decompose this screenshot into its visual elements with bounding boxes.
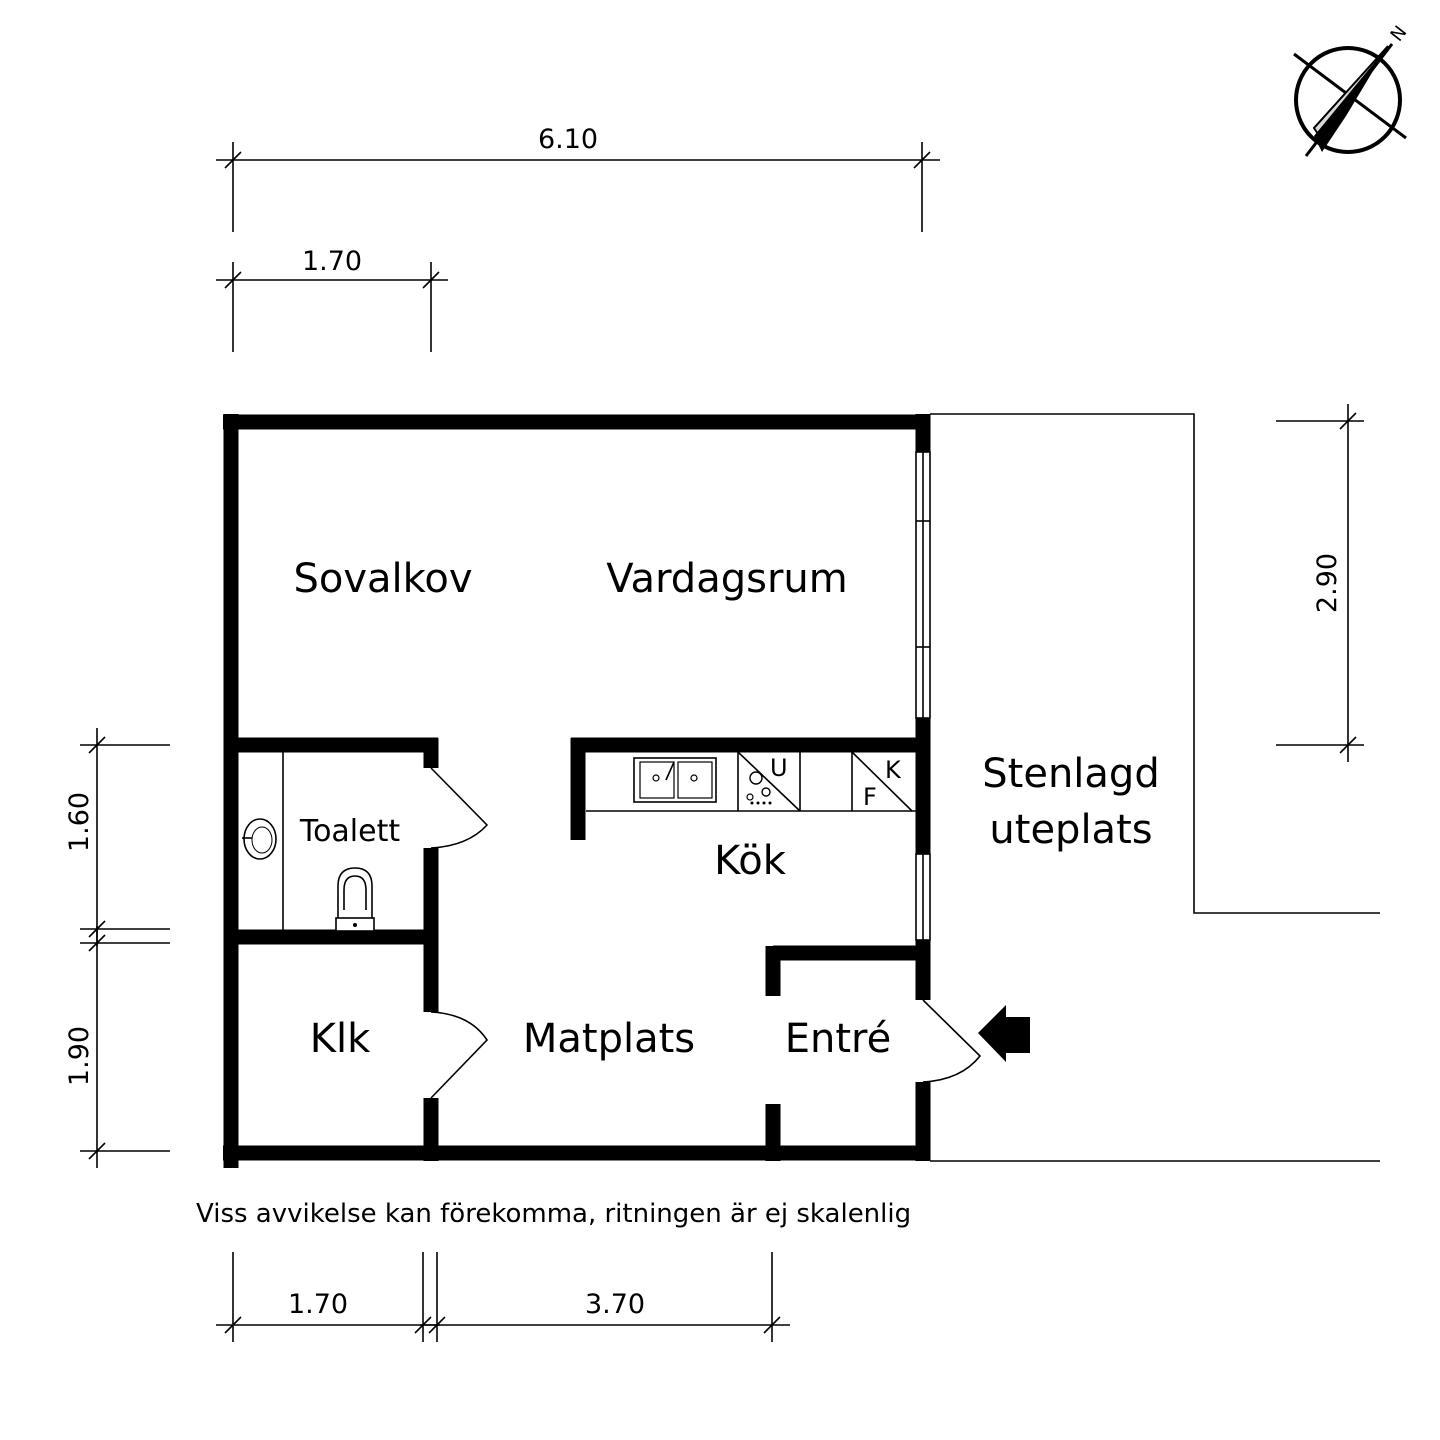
room-label-uteplats-line1: Stenlagd [982,751,1159,797]
dimension-bottom-right-label: 3.70 [585,1289,645,1320]
toilet-bowl-icon [335,867,375,932]
room-label-vardagsrum: Vardagsrum [606,556,847,602]
dimension-left-upper-label: 1.60 [64,792,95,852]
kitchen-counter: U K F [586,751,916,812]
room-label-uteplats-line2: uteplats [989,807,1152,853]
compass-north-label: N [1387,22,1412,46]
dimension-left-lower-label: 1.90 [64,1026,95,1086]
room-label-klk: Klk [310,1016,371,1062]
stove-icon: U [737,751,801,812]
window-living-room [915,451,931,719]
disclaimer-text: Viss avvikelse kan förekomma, ritningen … [196,1199,911,1229]
door-toilet [430,767,489,849]
stove-label: U [770,754,788,782]
walls [223,414,931,1168]
dimension-top-left: 1.70 [216,246,448,352]
room-label-sovalkov: Sovalkov [293,556,472,602]
dimension-bottom-left-label: 1.70 [288,1289,348,1320]
window-kitchen [915,853,931,941]
toilet-fixtures [242,752,375,932]
dimension-left-lower: 1.90 [64,926,170,1168]
dimension-right-vertical-label: 2.90 [1312,553,1343,613]
dimension-top-total-label: 6.10 [538,124,598,155]
sink-icon [633,757,717,803]
fridge-freezer-icon: K F [851,751,913,812]
door-closet [430,1011,489,1099]
dimension-bottom-left: 1.70 [216,1252,440,1342]
patio-outline [930,413,1380,1162]
entrance-arrow-icon [978,1005,1030,1062]
room-label-toalett: Toalett [299,814,401,849]
freezer-label: F [863,783,877,811]
dimension-bottom-right: 3.70 [420,1252,790,1342]
washbasin-icon [242,818,277,860]
room-label-matplats: Matplats [523,1016,695,1062]
dimension-top-left-label: 1.70 [302,246,362,277]
fridge-label: K [885,756,902,784]
dimension-left-upper: 1.60 [64,728,170,946]
dimension-right-vertical: 2.90 [1276,404,1364,762]
door-entrance [922,999,982,1083]
north-compass-icon: N [1293,22,1412,157]
dimension-top-total: 6.10 [216,124,940,232]
room-label-kok: Kök [714,838,787,884]
room-label-entre: Entré [785,1016,891,1062]
